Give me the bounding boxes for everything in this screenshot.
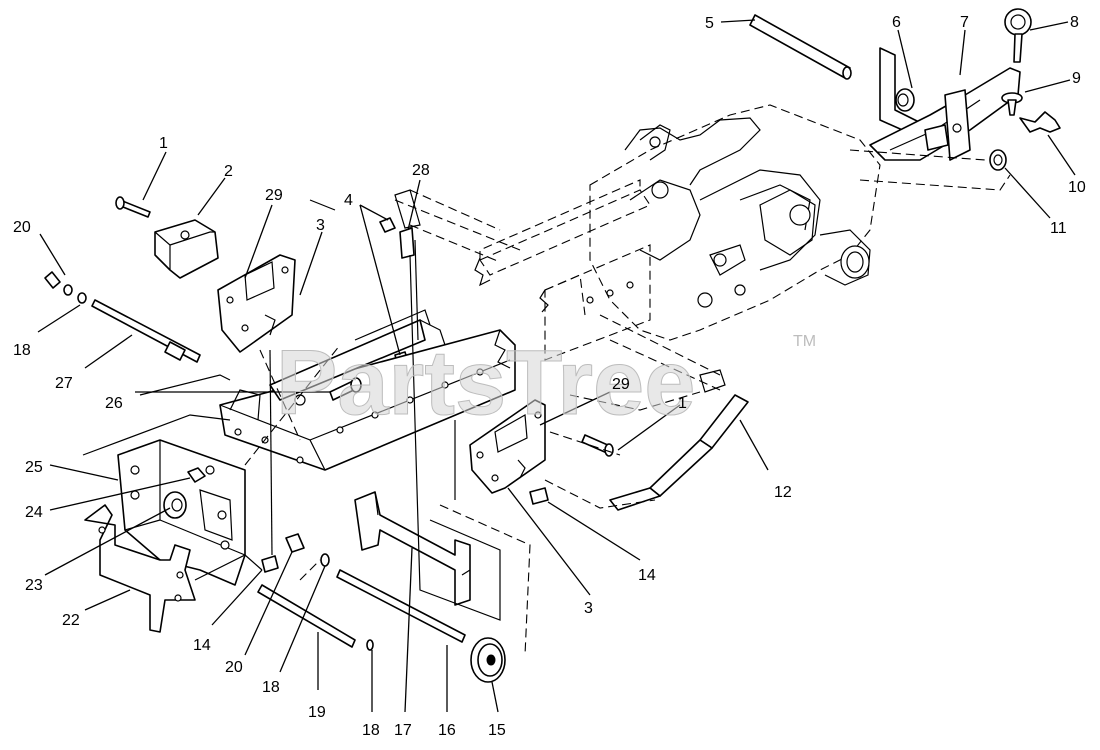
callout-26: 26 [105,395,123,412]
bolt-part-1-right [581,434,614,457]
bracket-part-2 [115,196,219,279]
callout-24: 24 [25,504,43,521]
callout-19: 19 [308,704,326,721]
watermark-trademark: TM [793,333,816,350]
bushing-part-23 [163,491,187,519]
callout-15: 15 [488,722,506,739]
stud-part-28 [399,227,415,259]
hitch-plate-part-7 [869,67,1021,161]
frame-rail-lower [219,319,516,471]
callout-20: 20 [13,219,31,236]
callout-25: 25 [25,459,43,476]
callout-16: 16 [438,722,456,739]
callout-10: 10 [1068,179,1086,196]
watermark-text: PartsTree [276,332,695,434]
callout-18: 18 [362,722,380,739]
washer-part-18-lower [320,553,330,567]
rod-part-27 [91,299,201,363]
callout-7: 7 [960,14,969,31]
callout-4: 4 [344,192,353,209]
phantom-lines [82,199,701,656]
bolt-part-26 [329,377,362,401]
arm-part-22 [84,504,196,633]
callout-29: 29 [612,376,630,393]
pin-part-5 [749,14,851,79]
callout-12: 12 [774,484,792,501]
callout-17: 17 [394,722,412,739]
plate-part-29-left [217,254,296,353]
callout-6: 6 [892,14,901,31]
callout-29: 29 [265,187,283,204]
callout-3: 3 [316,217,325,234]
hairpin-part-10 [1019,111,1061,133]
callout-labels: 1 1 2 3 3 4 5 6 7 8 9 10 11 12 14 14 15 … [13,14,1086,739]
transaxle-phantom [589,104,881,341]
callout-27: 27 [55,375,73,392]
callout-18: 18 [13,342,31,359]
callout-9: 9 [1072,70,1081,87]
callout-1: 1 [678,395,687,412]
callout-23: 23 [25,577,43,594]
plate-part-29-right [469,399,546,494]
pulley-part-15 [470,637,506,683]
callout-5: 5 [705,15,714,32]
hitch-assembly [749,8,1061,191]
callout-11: 11 [1050,220,1067,237]
callout-1: 1 [159,135,168,152]
callout-20: 20 [225,659,243,676]
watermark: PartsTree TM [276,332,817,435]
nut-part-20-lower [285,533,305,553]
callout-14: 14 [193,637,211,654]
axle-rod [394,189,726,393]
callout-14: 14 [638,567,656,584]
callout-8: 8 [1070,14,1079,31]
callout-22: 22 [62,612,80,629]
rod-part-19 [257,584,374,651]
spacer-part-14-left [261,555,279,573]
bracket-part-17 [354,491,471,606]
leader-lines [37,19,1076,713]
callout-3: 3 [584,600,593,617]
nut-part-24 [187,467,206,483]
callout-28: 28 [412,162,430,179]
spacer-part-14-right [529,487,549,505]
callout-18: 18 [262,679,280,696]
rod-part-16 [336,569,466,643]
nut-part-20-left [44,271,87,304]
callout-2: 2 [224,163,233,180]
